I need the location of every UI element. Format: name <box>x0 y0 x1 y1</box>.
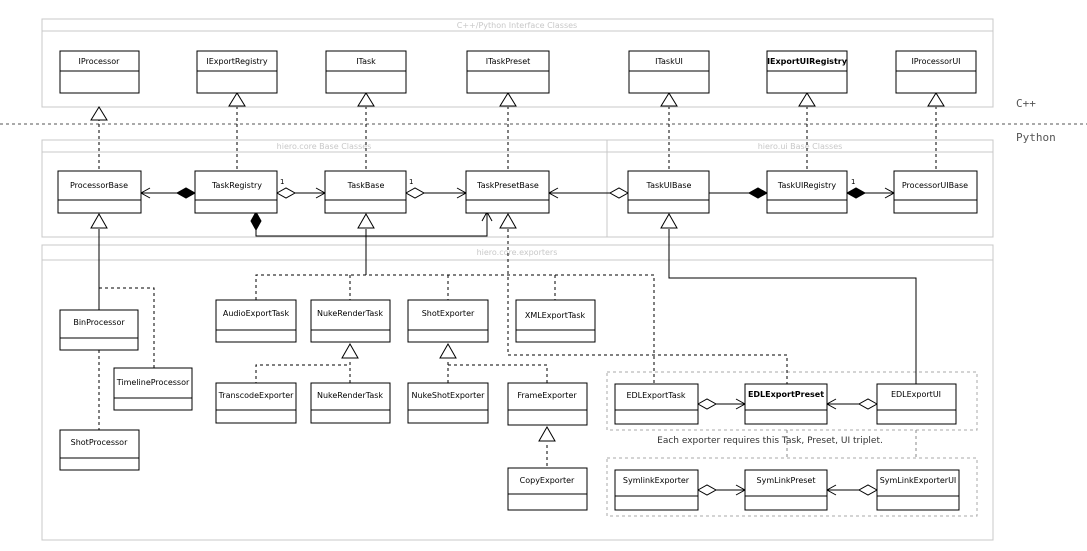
class-TranscodeExporter: TranscodeExporter <box>215 382 297 424</box>
svg-text:NukeShotExporter: NukeShotExporter <box>412 391 486 400</box>
svg-text:BinProcessor: BinProcessor <box>73 318 125 327</box>
svg-text:IProcessorUI: IProcessorUI <box>911 57 960 66</box>
generalization-arrowheads <box>90 92 945 442</box>
class-XMLExportTask: XMLExportTask <box>515 299 596 343</box>
class-EDLExportPreset: EDLExportPreset <box>744 383 828 425</box>
svg-text:SymLinkExporterUI: SymLinkExporterUI <box>880 476 957 485</box>
class-NukeRenderTask: NukeRenderTask <box>310 299 391 343</box>
svg-text:NukeRenderTask: NukeRenderTask <box>317 391 383 400</box>
class-EDLExportUI: EDLExportUI <box>876 383 957 425</box>
svg-text:EDLExportTask: EDLExportTask <box>626 391 685 400</box>
class-ProcessorBase: ProcessorBase <box>57 170 142 214</box>
class-BinProcessor: BinProcessor <box>59 309 139 351</box>
svg-text:TaskPresetBase: TaskPresetBase <box>476 181 539 190</box>
edl-triplet-group <box>606 371 978 431</box>
svg-text:IProcessor: IProcessor <box>79 57 121 66</box>
package-ui-base: hiero.ui Base Classes <box>606 139 994 238</box>
relationship-lines <box>98 107 937 491</box>
interface-IExportRegistry: IExportRegistry <box>196 50 278 94</box>
class-TimelineProcessor: TimelineProcessor <box>113 367 193 411</box>
svg-text:NukeRenderTask: NukeRenderTask <box>317 309 383 318</box>
multiplicity-label: 1 <box>851 178 855 186</box>
svg-text:EDLExportPreset: EDLExportPreset <box>748 390 824 399</box>
svg-text:TranscodeExporter: TranscodeExporter <box>218 391 295 400</box>
package-title: hiero.core.exporters <box>477 248 558 257</box>
svg-text:TaskUIBase: TaskUIBase <box>646 181 692 190</box>
svg-text:TaskRegistry: TaskRegistry <box>211 181 262 190</box>
class-TaskUIBase: TaskUIBase <box>627 170 710 214</box>
svg-text:AudioExportTask: AudioExportTask <box>223 309 290 318</box>
association-markers <box>139 187 896 496</box>
class-SymLinkExporterUI: SymLinkExporterUI <box>876 469 960 511</box>
class-ShotExporter: ShotExporter <box>407 299 489 343</box>
class-TaskUIRegistry: TaskUIRegistry <box>766 170 848 214</box>
class-TaskBase: TaskBase <box>324 170 407 214</box>
svg-text:ITaskPreset: ITaskPreset <box>486 57 531 66</box>
class-FrameExporter: FrameExporter <box>507 382 588 426</box>
class-SymlinkExporter: SymlinkExporter <box>614 469 699 511</box>
class-CopyExporter: CopyExporter <box>507 467 588 511</box>
class-NukeRenderTask-child: NukeRenderTask <box>310 382 391 424</box>
multiplicity-label: 1 <box>409 178 413 186</box>
class-SymLinkPreset: SymLinkPreset <box>744 469 828 511</box>
svg-text:ShotExporter: ShotExporter <box>422 309 475 318</box>
class-ShotProcessor: ShotProcessor <box>59 429 140 471</box>
interface-IProcessorUI: IProcessorUI <box>895 50 977 94</box>
class-AudioExportTask: AudioExportTask <box>215 299 297 343</box>
svg-text:IExportUIRegistry: IExportUIRegistry <box>767 57 848 66</box>
svg-text:IExportRegistry: IExportRegistry <box>206 57 268 66</box>
interface-ITaskUI: ITaskUI <box>628 50 710 94</box>
interface-IExportUIRegistry: IExportUIRegistry <box>766 50 848 94</box>
layer-label-python: Python <box>1016 131 1056 144</box>
package-title: hiero.ui Base Classes <box>758 142 843 151</box>
svg-text:ITaskUI: ITaskUI <box>655 57 683 66</box>
class-EDLExportTask: EDLExportTask <box>614 383 699 425</box>
interface-ITaskPreset: ITaskPreset <box>466 50 550 94</box>
svg-text:TaskBase: TaskBase <box>347 181 385 190</box>
svg-text:SymlinkExporter: SymlinkExporter <box>623 476 690 485</box>
class-ProcessorUIBase: ProcessorUIBase <box>893 170 978 214</box>
svg-text:TaskUIRegistry: TaskUIRegistry <box>777 181 836 190</box>
svg-text:FrameExporter: FrameExporter <box>517 391 577 400</box>
symlink-triplet-group <box>606 457 978 517</box>
layer-label-cpp: C++ <box>1016 97 1036 110</box>
svg-text:XMLExportTask: XMLExportTask <box>525 311 586 320</box>
package-title: hiero.core Base Classes <box>277 142 372 151</box>
svg-text:EDLExportUI: EDLExportUI <box>891 390 941 399</box>
class-NukeShotExporter: NukeShotExporter <box>407 382 489 424</box>
class-TaskPresetBase: TaskPresetBase <box>465 170 550 214</box>
svg-text:ProcessorUIBase: ProcessorUIBase <box>902 181 968 190</box>
svg-text:SymLinkPreset: SymLinkPreset <box>757 476 816 485</box>
triplet-note: Each exporter requires this Task, Preset… <box>657 436 883 446</box>
svg-text:CopyExporter: CopyExporter <box>520 476 575 485</box>
package-title: C++/Python Interface Classes <box>457 21 577 30</box>
svg-text:ITask: ITask <box>356 57 376 66</box>
interface-IProcessor: IProcessor <box>59 50 140 94</box>
svg-text:ProcessorBase: ProcessorBase <box>70 181 128 190</box>
package-cpp-python-interface: C++/Python Interface Classes <box>41 18 994 108</box>
interface-ITask: ITask <box>325 50 407 94</box>
multiplicity-label: 1 <box>280 178 284 186</box>
svg-text:TimelineProcessor: TimelineProcessor <box>116 378 190 387</box>
class-TaskRegistry: TaskRegistry <box>194 170 278 214</box>
package-exporters: hiero.core.exporters <box>41 244 994 541</box>
svg-text:ShotProcessor: ShotProcessor <box>71 438 128 447</box>
